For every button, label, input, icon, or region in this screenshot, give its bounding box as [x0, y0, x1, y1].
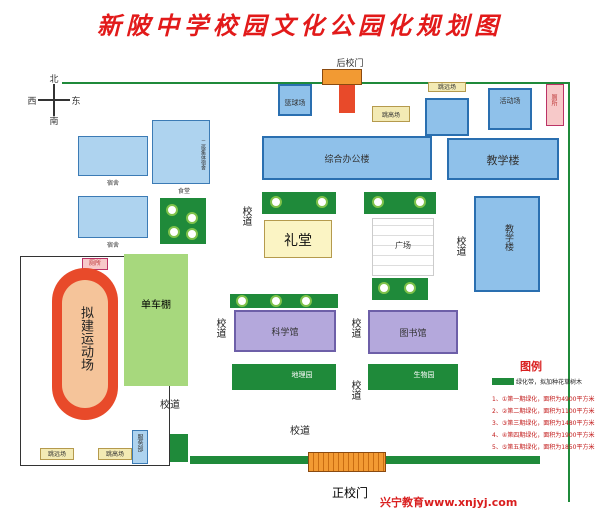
volleyball-court[interactable] [425, 98, 469, 136]
basketball-court[interactable] [278, 84, 312, 116]
tree-icon [404, 282, 416, 294]
toilet-top-label: 厕所 [550, 94, 557, 106]
science-building[interactable] [234, 310, 336, 352]
page-title: 新陂中学校园文化公园化规划图 [97, 11, 503, 40]
tree-icon [270, 196, 282, 208]
legend-item: 2、②第二期绿化，面积为1100平方米 [492, 408, 595, 415]
dorm1-label: 宿舍 [106, 180, 119, 187]
legend-title: 图例 [520, 360, 542, 373]
tiaogao-area[interactable] [372, 106, 410, 122]
tiaogao-label: 跳高场 [381, 112, 400, 119]
bio-garden-label: 生物园 [413, 371, 435, 379]
legend-item: 1、①第一期绿化，面积为4900平方米 [492, 396, 595, 403]
tree-icon [168, 226, 180, 238]
front-gate-label: 正校门 [331, 486, 368, 500]
road-label: 校道 [290, 426, 310, 437]
hall-building[interactable] [264, 220, 332, 258]
road-label: 校道 [349, 318, 360, 338]
compass: 北 南 西 东 [27, 75, 80, 127]
activity-label: 活动场 [499, 97, 521, 105]
legend-item: 4、④第四期绿化，面积为1900平方米 [492, 432, 595, 439]
compass-north: 北 [49, 75, 59, 85]
back-gate-road [339, 85, 355, 113]
dorm-sub-label: 二级集体宿舍 [200, 140, 206, 170]
tree-icon [316, 196, 328, 208]
biology-garden[interactable] [368, 364, 458, 390]
basketball-label: 篮球场 [284, 99, 306, 107]
tiaoyuan-top[interactable] [428, 82, 466, 92]
geography-garden[interactable] [232, 364, 336, 390]
front-gate[interactable] [308, 452, 386, 472]
road-label: 校道 [454, 236, 465, 256]
library-label: 图书馆 [399, 329, 427, 339]
square-grid[interactable] [372, 218, 434, 276]
teaching2-label: 教学楼 [503, 224, 513, 251]
canteen-label: 食堂 [177, 188, 190, 195]
shop-label: 服务部 [136, 434, 143, 452]
tree-icon [372, 196, 384, 208]
tree-icon [186, 212, 198, 224]
road-label: 校道 [349, 380, 360, 400]
teaching1-label: 教学楼 [486, 154, 520, 167]
legend-green-swatch [492, 378, 514, 385]
tree-icon [236, 295, 248, 307]
square-label: 广场 [395, 241, 411, 250]
dorm-sub-building[interactable] [152, 120, 210, 184]
teaching-building-1[interactable] [447, 138, 559, 180]
tree-icon [300, 295, 312, 307]
track-label: 拟建运动场 [78, 306, 93, 371]
office-label: 综合办公楼 [324, 155, 370, 165]
toilet-top[interactable] [546, 84, 564, 126]
geo-garden-label: 地理园 [291, 371, 313, 379]
watermark: 兴宁教育www.xnjyj.com [380, 496, 518, 509]
science-label: 科学馆 [271, 328, 299, 338]
tree-icon [270, 295, 282, 307]
bike-shed-label: 单车棚 [141, 300, 171, 311]
teaching-building-2[interactable] [474, 196, 540, 292]
tree-icon [414, 196, 426, 208]
office-building[interactable] [262, 136, 432, 180]
library-building[interactable] [368, 310, 458, 354]
legend-item: 3、③第三期绿化，面积为1480平方米 [492, 420, 595, 427]
road-label: 校道 [214, 318, 225, 338]
legend-green-desc: 绿化带，拟加种花草树木 [516, 379, 583, 386]
dorm-2[interactable] [78, 196, 148, 238]
dorm-1[interactable] [78, 136, 148, 176]
tree-icon [378, 282, 390, 294]
jump-pit-1-label: 跳远场 [47, 451, 66, 458]
campus-boundary [62, 82, 570, 502]
back-gate-label: 后校门 [336, 59, 364, 69]
toilet-left-label: 厕所 [88, 260, 101, 267]
hall-label: 礼堂 [284, 233, 312, 249]
tree-icon [166, 204, 178, 216]
green-belt-bottom-left [170, 434, 188, 462]
compass-west: 西 [27, 97, 37, 107]
back-gate[interactable] [322, 69, 362, 85]
jump-pit-2-label: 跳高场 [105, 451, 124, 458]
road-label: 校道 [160, 400, 180, 411]
shop-building[interactable] [132, 430, 148, 464]
jump-pit-1[interactable] [40, 448, 74, 460]
jump-pit-2[interactable] [98, 448, 132, 460]
track-infield [62, 280, 108, 408]
bike-shed-area[interactable] [124, 254, 188, 386]
legend-item: 5、⑤第五期绿化，面积为1850平方米 [492, 444, 595, 451]
dorm2-label: 宿舍 [106, 242, 119, 249]
activity-field[interactable] [488, 88, 532, 130]
tree-icon [186, 228, 198, 240]
compass-east: 东 [71, 97, 81, 107]
road-label: 校道 [240, 206, 251, 226]
tiaoyuan-top-label: 跳远场 [437, 84, 456, 91]
compass-south: 南 [49, 117, 59, 127]
